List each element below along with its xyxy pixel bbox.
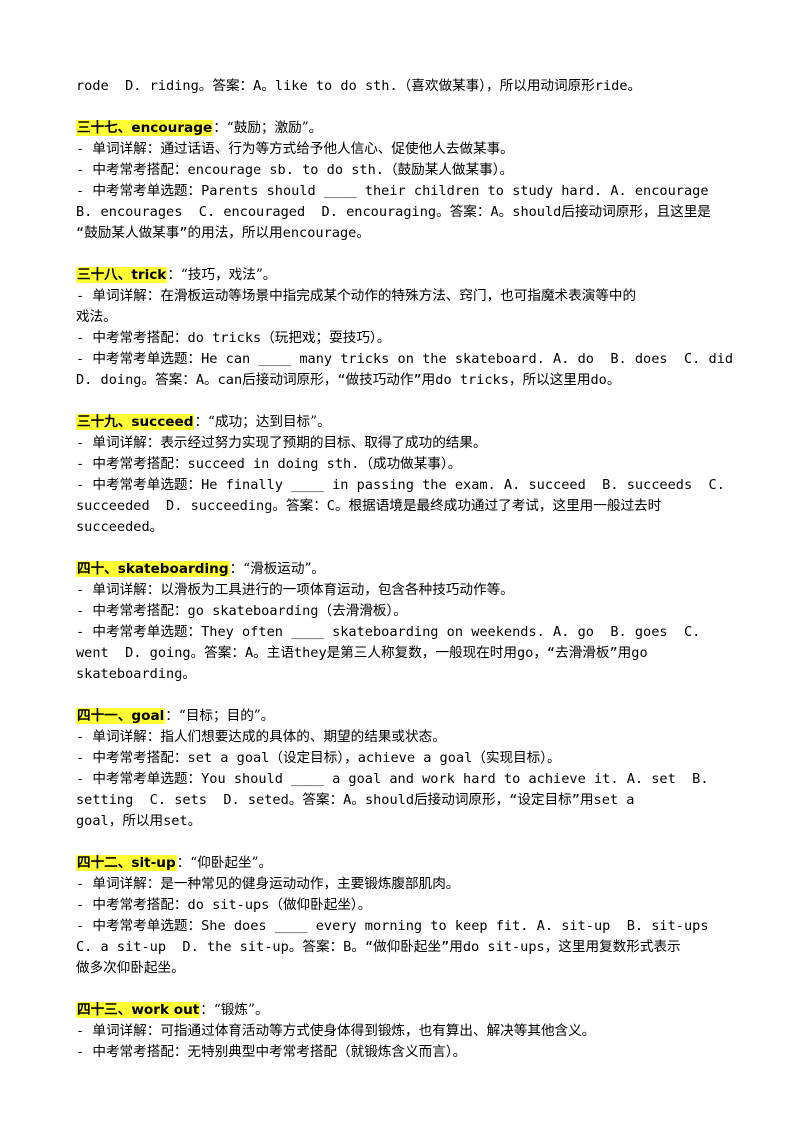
text-line: C. a sit-up D. the sit-up。答案：B。“做仰卧起坐”用d… (76, 939, 681, 955)
intro-block: rode D. riding。答案：A。like to do sth.（喜欢做某… (76, 76, 752, 97)
text-line: - 中考常考搭配：do sit-ups（做仰卧起坐）。 (76, 897, 372, 913)
text-line: - 中考常考搭配：do tricks（玩把戏；耍技巧）。 (76, 330, 391, 346)
text-line: - 单词详解：在滑板运动等场景中指完成某个动作的特殊方法、窍门，也可指魔术表演等… (76, 288, 637, 304)
text-line: succeeded D. succeeding。答案：C。根据语境是最终成功通过… (76, 498, 662, 514)
entry-gloss: ：“仰卧起坐”。 (176, 855, 273, 871)
text-line: - 中考常考搭配：go skateboarding（去滑滑板）。 (76, 603, 407, 619)
text-line: - 中考常考搭配：无特别典型中考常考搭配（就锻炼含义而言）。 (76, 1044, 467, 1060)
vocab-entry-goal: 四十一、goal：“目标；目的”。 - 单词详解：指人们想要达成的具体的、期望的… (76, 706, 752, 832)
entry-heading-line: 三十八、trick：“技巧，戏法”。 (76, 265, 752, 286)
entry-heading-line: 三十七、encourage：“鼓励；激励”。 (76, 118, 752, 139)
text-line: - 中考常考单选题：You should ____ a goal and wor… (76, 771, 709, 787)
entry-heading-line: 四十一、goal：“目标；目的”。 (76, 706, 752, 727)
entry-heading: 四十二、sit-up (76, 855, 177, 871)
text-line: 戏法。 (76, 309, 117, 325)
text-line: - 中考常考搭配：succeed in doing sth.（成功做某事）。 (76, 456, 462, 472)
text-line: “鼓励某人做某事”的用法，所以用encourage。 (76, 225, 370, 241)
entry-heading-line: 四十三、work out：“锻炼”。 (76, 1000, 752, 1021)
text-line: goal，所以用set。 (76, 813, 202, 829)
entry-gloss: ：“成功；达到目标”。 (194, 414, 331, 430)
entry-gloss: ：“锻炼”。 (200, 1002, 269, 1018)
document-page: rode D. riding。答案：A。like to do sth.（喜欢做某… (76, 76, 752, 1063)
text-line: skateboarding。 (76, 666, 196, 682)
entry-heading: 四十、skateboarding (76, 561, 230, 577)
vocab-entry-trick: 三十八、trick：“技巧，戏法”。 - 单词详解：在滑板运动等场景中指完成某个… (76, 265, 752, 391)
vocab-entry-sit-up: 四十二、sit-up：“仰卧起坐”。 - 单词详解：是一种常见的健身运动动作，主… (76, 853, 752, 979)
entry-gloss: ：“滑板运动”。 (229, 561, 326, 577)
text-line: B. encourages C. encouraged D. encouragi… (76, 204, 711, 220)
entry-heading: 四十三、work out (76, 1002, 201, 1018)
text-line: - 单词详解：可指通过体育活动等方式使身体得到锻炼，也有算出、解决等其他含义。 (76, 1023, 596, 1039)
text-line: 做多次仰卧起坐。 (76, 960, 185, 976)
text-line: - 中考常考单选题：Parents should ____ their chil… (76, 183, 709, 199)
text-line: - 单词详解：以滑板为工具进行的一项体育运动，包含各种技巧动作等。 (76, 582, 514, 598)
text-line: - 中考常考单选题：He finally ____ in passing the… (76, 477, 725, 493)
text-line: - 中考常考单选题：She does ____ every morning to… (76, 918, 709, 934)
vocab-entry-skateboarding: 四十、skateboarding：“滑板运动”。 - 单词详解：以滑板为工具进行… (76, 559, 752, 685)
entry-heading: 三十九、succeed (76, 414, 195, 430)
entry-heading: 四十一、goal (76, 708, 166, 724)
vocab-entry-succeed: 三十九、succeed：“成功；达到目标”。 - 单词详解：表示经过努力实现了预… (76, 412, 752, 538)
text-line: - 中考常考单选题：He can ____ many tricks on the… (76, 351, 734, 367)
entry-gloss: ：“目标；目的”。 (165, 708, 275, 724)
text-line: setting C. sets D. seted。答案：A。should后接动词… (76, 792, 635, 808)
entry-gloss: ：“技巧，戏法”。 (167, 267, 277, 283)
text-line: - 中考常考搭配：set a goal（设定目标），achieve a goal… (76, 750, 561, 766)
entry-heading: 三十七、encourage (76, 120, 214, 136)
text-line: rode D. riding。答案：A。like to do sth.（喜欢做某… (76, 78, 642, 94)
text-line: - 中考常考单选题：They often ____ skateboarding … (76, 624, 701, 640)
entry-heading-line: 四十二、sit-up：“仰卧起坐”。 (76, 853, 752, 874)
entry-gloss: ：“鼓励；激励”。 (213, 120, 323, 136)
entry-heading-line: 三十九、succeed：“成功；达到目标”。 (76, 412, 752, 433)
vocab-entry-encourage: 三十七、encourage：“鼓励；激励”。 - 单词详解：通过话语、行为等方式… (76, 118, 752, 244)
vocab-entry-work-out: 四十三、work out：“锻炼”。 - 单词详解：可指通过体育活动等方式使身体… (76, 1000, 752, 1063)
text-line: D. doing。答案：A。can后接动词原形，“做技巧动作”用do trick… (76, 372, 621, 388)
text-line: - 单词详解：表示经过努力实现了预期的目标、取得了成功的结果。 (76, 435, 487, 451)
text-line: - 单词详解：是一种常见的健身运动动作，主要锻炼腹部肌肉。 (76, 876, 460, 892)
entry-heading-line: 四十、skateboarding：“滑板运动”。 (76, 559, 752, 580)
text-line: - 中考常考搭配：encourage sb. to do sth.（鼓励某人做某… (76, 162, 514, 178)
entry-heading: 三十八、trick (76, 267, 168, 283)
text-line: went D. going。答案：A。主语they是第三人称复数，一般现在时用g… (76, 645, 648, 661)
text-line: succeeded。 (76, 519, 164, 535)
text-line: - 单词详解：指人们想要达成的具体的、期望的结果或状态。 (76, 729, 446, 745)
text-line: - 单词详解：通过话语、行为等方式给予他人信心、促使他人去做某事。 (76, 141, 514, 157)
